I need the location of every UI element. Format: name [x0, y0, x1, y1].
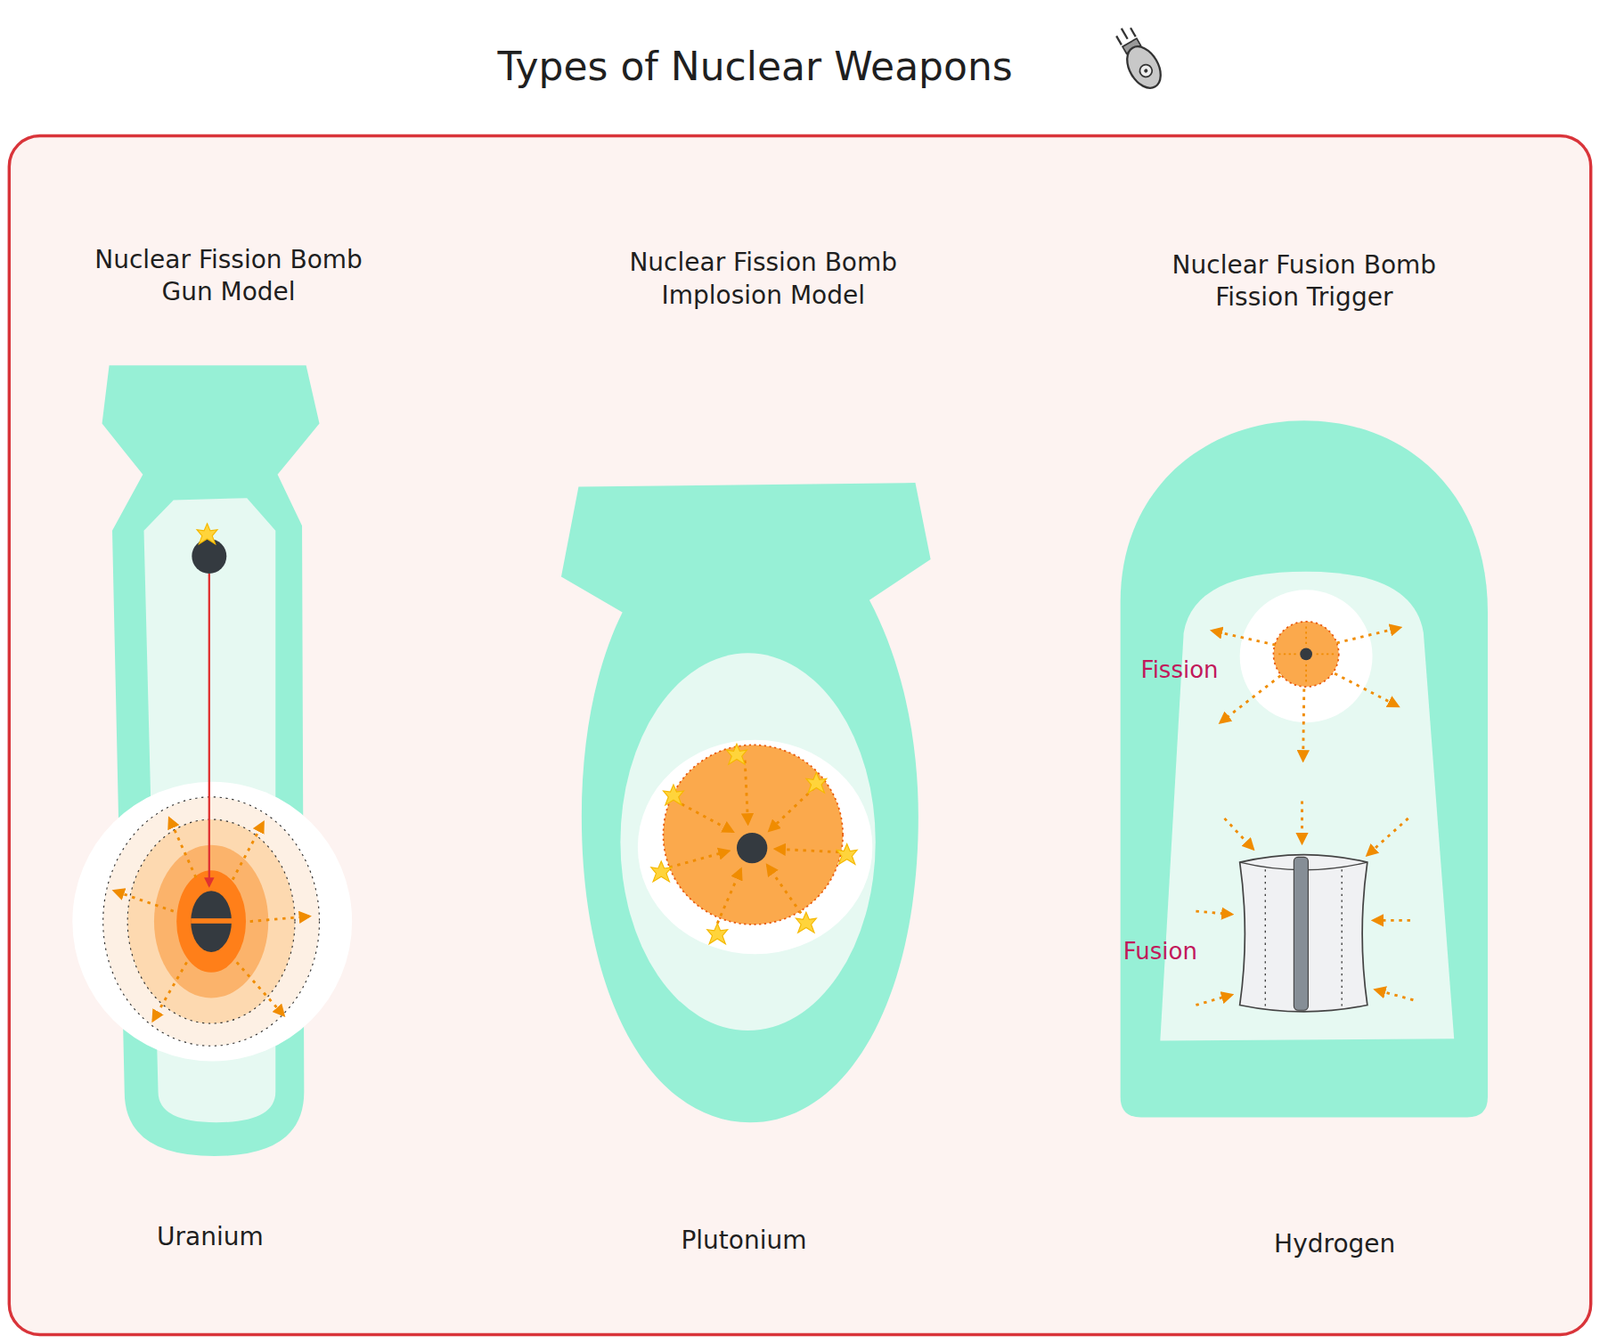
material-label: Uranium: [156, 1221, 264, 1254]
gun-bomb-core-part: [176, 870, 246, 973]
gun-bomb-blast-arrows: [114, 818, 310, 1021]
gun-bomb-core-part: [196, 523, 218, 545]
implosion-arrows-part: [717, 869, 741, 924]
implosion-arrows-part: [744, 760, 748, 825]
gun-bomb-blast-arrows-part: [232, 822, 263, 880]
gun-bomb-blast-arrows-part: [153, 962, 188, 1021]
gun-bomb-blast-arrows-part: [236, 962, 285, 1016]
title-icon-part: [1142, 68, 1149, 74]
implosion-detonator-stars-part: [651, 861, 672, 882]
fusion-arrows: [1195, 800, 1413, 1005]
fission-primary-part: [1278, 653, 1299, 656]
fission-arrows-part: [1303, 688, 1305, 760]
implosion-bomb-casing-part: [561, 482, 931, 1123]
fission-primary-part: [1299, 648, 1313, 662]
fission-primary-part: [1305, 627, 1307, 648]
implosion-arrows-part: [669, 851, 728, 868]
gun-bomb-core-part: [103, 797, 320, 1046]
fusion-arrows-part: [1367, 818, 1409, 856]
fission-arrows-part: [1334, 673, 1398, 707]
gun-bomb-core-part: [127, 819, 295, 1024]
bomb-type-heading: Nuclear Fusion Bomb Fission Trigger: [1152, 249, 1456, 315]
fission-primary-part: [1278, 627, 1334, 683]
implosion-arrows-part: [775, 848, 840, 852]
implosion-bomb-casing: [561, 482, 931, 1123]
title-icon-part: [1116, 35, 1122, 45]
diagram-title: Types of Nuclear Weapons: [497, 40, 1013, 92]
fission-arrows-part: [1336, 628, 1400, 644]
gun-bomb-core-part: [208, 573, 211, 886]
gun-bomb-core-part: [191, 538, 227, 574]
implosion-bomb-core-part: [736, 832, 768, 864]
fission-primary-part: [1240, 589, 1373, 723]
implosion-arrows: [669, 760, 839, 924]
implosion-bomb-core-part: [663, 744, 844, 925]
gun-bomb-blast-arrows-part: [250, 916, 310, 923]
implosion-arrows-part: [767, 865, 801, 915]
hydrogen-bomb-casing: [1120, 420, 1488, 1118]
implosion-detonator-stars-part: [663, 784, 685, 806]
gun-bomb-core-part: [190, 918, 232, 924]
implosion-detonator-stars-part: [726, 743, 748, 765]
bomb-type-heading: Nuclear Fission Bomb Implosion Model: [612, 246, 915, 312]
fusion-arrows-part: [1195, 995, 1232, 1005]
stage-label: Fission: [1141, 655, 1219, 686]
material-label: Plutonium: [680, 1224, 807, 1258]
implosion-bomb-casing-part: [637, 740, 873, 956]
stage-label: Fusion: [1123, 937, 1198, 968]
implosion-arrows-part: [769, 788, 815, 832]
title-icon-part: [1130, 27, 1136, 37]
title-icon: [1109, 21, 1168, 95]
fission-primary-part: [1305, 661, 1307, 682]
fission-primary-part: [1313, 653, 1334, 656]
fusion-secondary-part: [1293, 857, 1308, 1011]
gun-bomb-core: [72, 523, 352, 1062]
fission-arrows-part: [1212, 630, 1276, 645]
implosion-detonator-stars-part: [795, 912, 817, 933]
gun-bomb-blast-arrows-part: [114, 890, 173, 912]
implosion-detonator-stars-part: [806, 772, 827, 793]
implosion-arrows-part: [681, 804, 733, 833]
implosion-bomb-core: [663, 744, 844, 925]
hydrogen-bomb-casing-part: [1120, 420, 1488, 1118]
material-label: Hydrogen: [1273, 1228, 1396, 1261]
title-icon-part: [1121, 28, 1128, 40]
fusion-arrows-part: [1224, 818, 1253, 849]
panel: [8, 136, 1591, 1336]
fusion-secondary: [1240, 855, 1368, 1013]
gun-bomb-core-part: [72, 782, 352, 1062]
fission-arrows: [1212, 628, 1401, 761]
implosion-detonator-stars-part: [707, 923, 728, 945]
title-icon-part: [1137, 62, 1155, 80]
fusion-arrows-part: [1373, 919, 1411, 923]
bomb-type-heading: Nuclear Fission Bomb Gun Model: [77, 244, 381, 310]
fusion-secondary-part: [1240, 855, 1368, 1013]
implosion-bomb-casing-part: [620, 653, 875, 1031]
fusion-secondary-part: [1265, 869, 1266, 1011]
fission-arrows-part: [1220, 676, 1282, 724]
fusion-secondary-part: [1341, 869, 1343, 1011]
panel-part: [8, 136, 1591, 1336]
implosion-detonator-stars-part: [836, 844, 858, 866]
fission-primary: [1240, 589, 1373, 723]
fusion-arrows-part: [1375, 989, 1413, 1000]
gun-bomb-blast-arrows-part: [169, 818, 196, 878]
implosion-detonator-stars: [651, 743, 858, 944]
gun-bomb-core-part: [190, 890, 232, 953]
hydrogen-bomb-casing-part: [1159, 571, 1454, 1042]
fusion-arrows-part: [1300, 800, 1304, 843]
fission-primary-part: [1273, 621, 1339, 687]
fusion-arrows-part: [1195, 911, 1232, 915]
title-icon-part: [1120, 40, 1168, 95]
